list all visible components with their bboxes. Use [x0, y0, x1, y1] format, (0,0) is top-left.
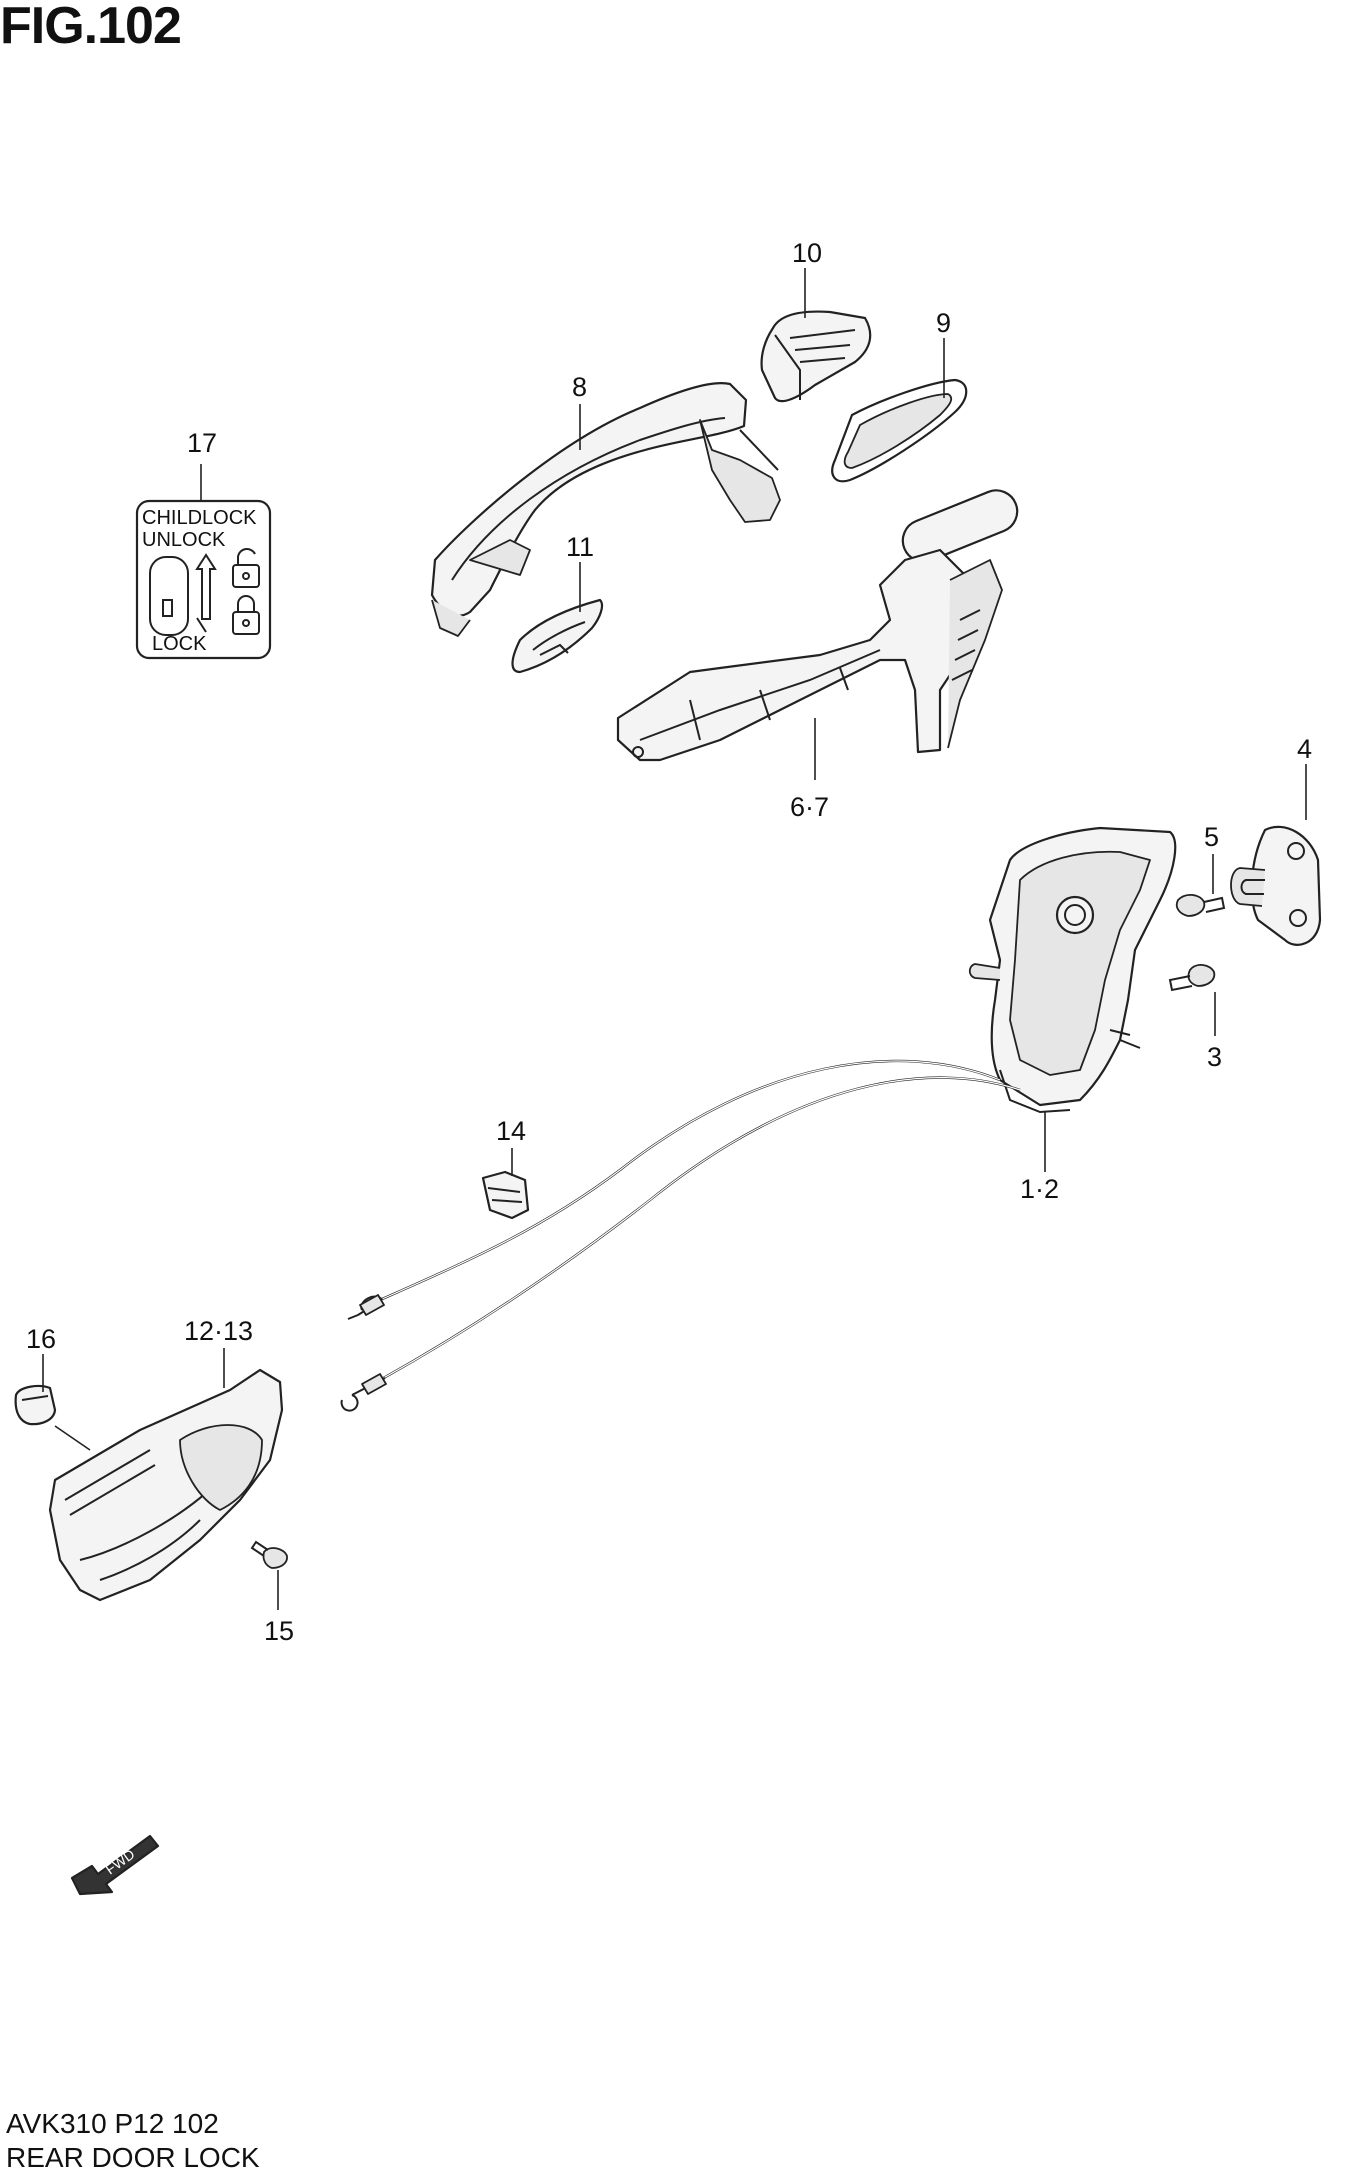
callout-6-7: 6·7 — [790, 792, 829, 822]
part-15-screw — [250, 1540, 288, 1569]
part-11-bezel — [511, 598, 604, 674]
part-8-outside-handle — [430, 382, 781, 637]
part-10-handle-cap — [760, 310, 872, 403]
callout-4: 4 — [1297, 734, 1312, 764]
callout-3: 3 — [1207, 1042, 1222, 1072]
callout-16: 16 — [26, 1324, 56, 1354]
callout-14: 14 — [496, 1116, 526, 1146]
part-12-13-inside-handle — [48, 1368, 284, 1602]
footer-name: REAR DOOR LOCK — [6, 2142, 260, 2173]
part-1-2-door-lock-assembly — [968, 826, 1177, 1114]
callout-17: 17 — [187, 428, 217, 458]
lock-label-text: LOCK — [152, 633, 207, 655]
part-5-screw — [1175, 894, 1226, 917]
callout-11: 11 — [566, 532, 594, 562]
part-9-handle-gasket — [831, 378, 968, 483]
callout-5: 5 — [1204, 822, 1219, 852]
leader-lines — [42, 268, 1307, 1610]
callout-12-13: 12·13 — [184, 1316, 253, 1346]
part-4-striker — [1230, 825, 1322, 946]
part-17-childlock-label: CHILDLOCK UNLOCK LOCK — [135, 499, 272, 660]
part-16-cap — [14, 1384, 57, 1426]
callout-9: 9 — [936, 308, 951, 338]
part-3-bolt — [1168, 964, 1216, 992]
part-14-cable-clip — [481, 1170, 530, 1220]
callout-10: 10 — [792, 238, 822, 268]
fwd-arrow: FWD — [70, 1834, 160, 1896]
figure-title: FIG.102 — [0, 0, 182, 55]
callout-15: 15 — [264, 1616, 294, 1646]
callout-labels: 17 10 9 8 11 6·7 4 5 3 1·2 14 16 12·13 1… — [26, 238, 1312, 1646]
callout-1-2: 1·2 — [1020, 1174, 1059, 1204]
lock-cables — [340, 1059, 1021, 1412]
callout-8: 8 — [572, 372, 587, 402]
childlock-label-text: CHILDLOCK — [142, 507, 257, 529]
part-6-7-handle-frame — [616, 489, 1019, 762]
unlock-label-text: UNLOCK — [142, 529, 226, 551]
footer-code: AVK310 P12 102 — [6, 2108, 219, 2139]
